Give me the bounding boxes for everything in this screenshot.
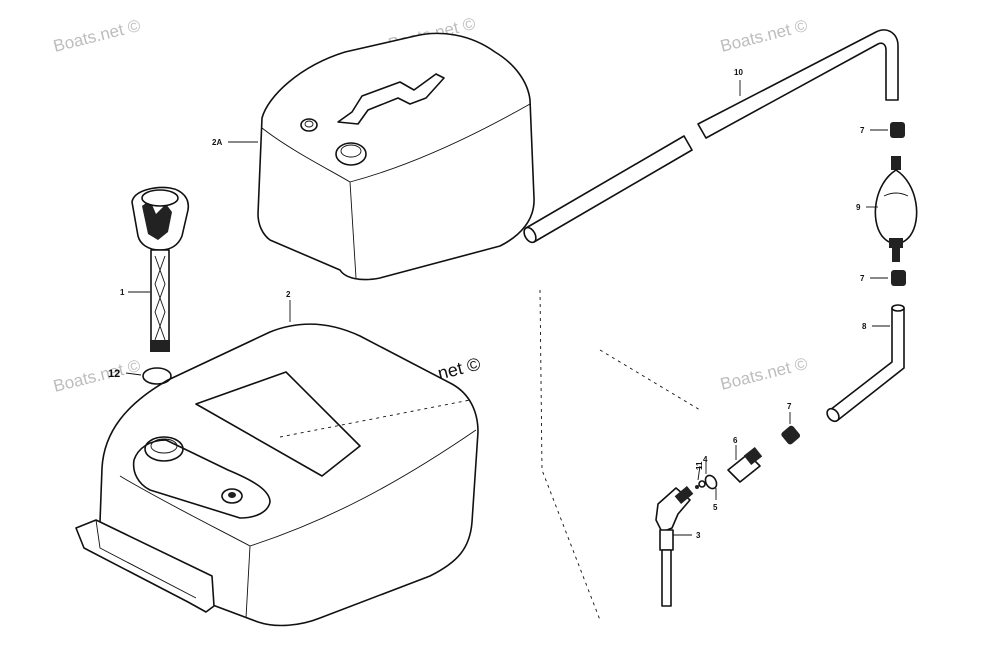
connector-o-ring[interactable] — [703, 473, 719, 500]
callout-part-6: 6 — [733, 436, 738, 445]
hose-clamp-lower[interactable] — [780, 412, 801, 446]
watermark-mid-left: Boats.net © — [51, 356, 142, 396]
small-fuel-tank[interactable] — [228, 32, 535, 281]
callout-part-7-lower: 7 — [787, 402, 792, 411]
large-fuel-tank[interactable] — [75, 300, 479, 627]
primer-bulb[interactable] — [866, 156, 918, 262]
callout-part-3: 3 — [696, 531, 701, 540]
seal-and-clip[interactable] — [695, 460, 707, 489]
callout-part-8: 8 — [862, 322, 867, 331]
fuel-line-lower[interactable] — [825, 304, 905, 424]
callout-part-9: 9 — [856, 203, 861, 212]
fuel-connector[interactable] — [727, 445, 763, 483]
callout-part-4: 4 — [703, 455, 708, 464]
callout-part-2a: 2A — [212, 138, 222, 147]
o-ring[interactable] — [125, 367, 172, 385]
callout-part-5: 5 — [713, 503, 718, 512]
leader-line-label — [279, 399, 471, 438]
leader-line-fitting — [599, 349, 701, 411]
callout-part-7-top: 7 — [860, 126, 865, 135]
leader-line-dashed — [539, 289, 601, 621]
elbow-pickup-fitting[interactable] — [655, 486, 694, 607]
callout-part-1: 1 — [120, 288, 125, 297]
callout-part-7-middle: 7 — [860, 274, 865, 283]
callout-part-11: 11 — [695, 461, 704, 470]
watermark-top-left: Boats.net © — [51, 16, 142, 56]
callout-part-12: 12 — [108, 368, 120, 380]
callout-part-2: 2 — [286, 290, 291, 299]
hose-clamp-top[interactable] — [870, 122, 905, 138]
fuel-gauge-pickup[interactable] — [128, 186, 190, 352]
fuel-hose[interactable] — [522, 29, 899, 244]
watermark-top-right: Boats.net © — [718, 16, 809, 56]
hose-clamp-middle[interactable] — [870, 270, 906, 286]
callout-part-10: 10 — [734, 68, 743, 77]
watermark-mid-right: Boats.net © — [718, 354, 809, 394]
